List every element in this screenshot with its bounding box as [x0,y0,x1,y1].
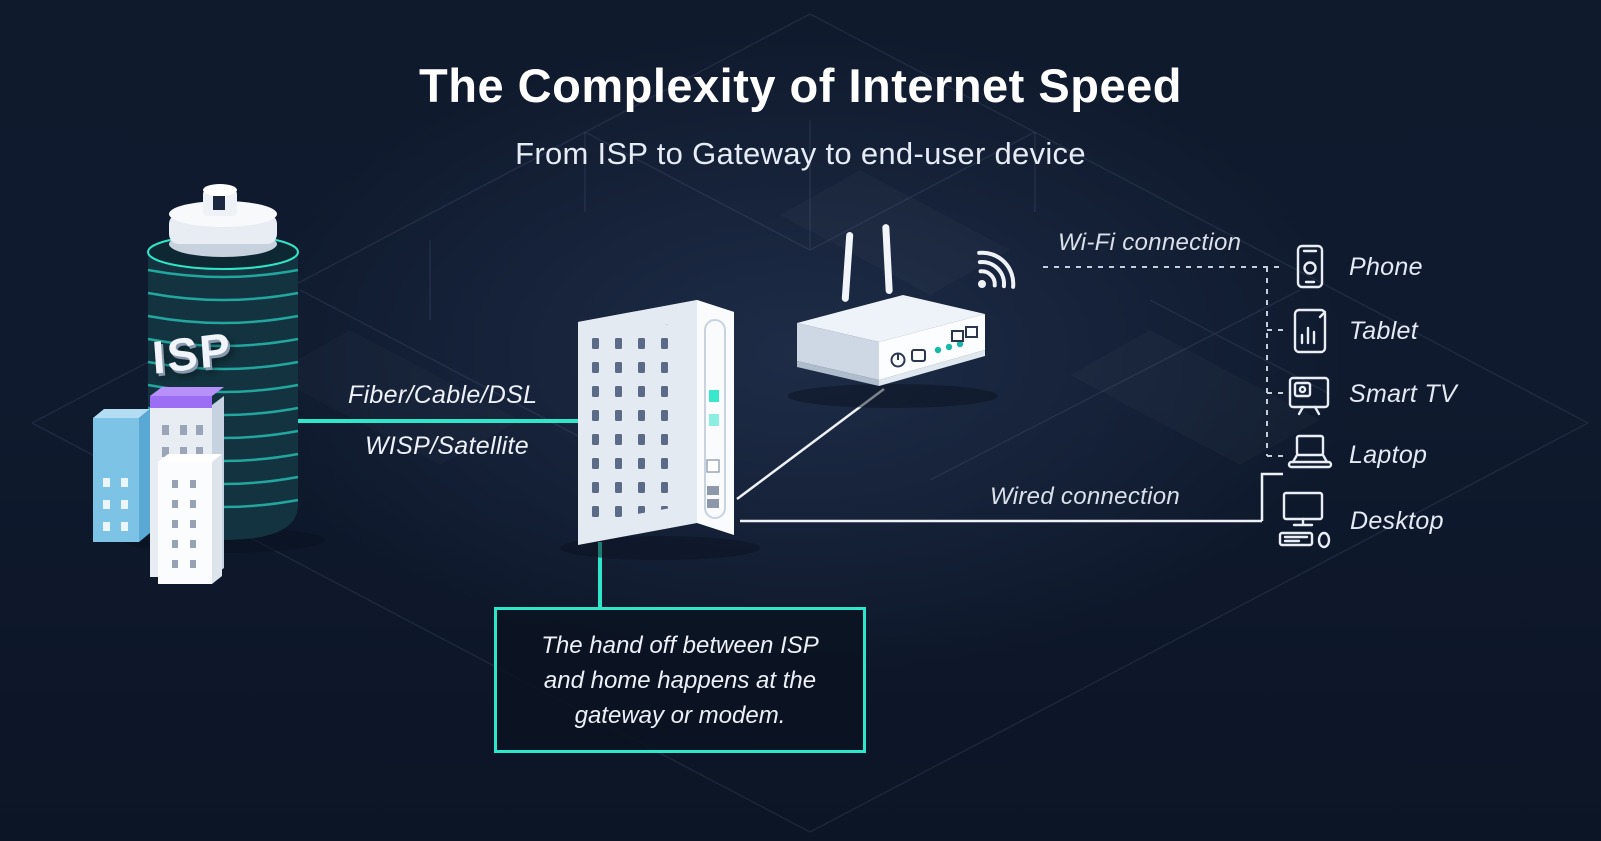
wifi-signal-icon [977,250,1016,289]
smart-tv-icon [1288,376,1330,416]
wifi-router-illustration [788,224,998,408]
device-label-desktop: Desktop [1350,506,1444,535]
device-label-laptop: Laptop [1349,440,1428,469]
wisp-satellite-label: WISP/Satellite [365,432,529,460]
device-row-desktop: Desktop [1272,489,1444,553]
isometric-room-background [31,13,1589,833]
phone-icon [1296,244,1324,289]
page-title: The Complexity of Internet Speed [419,59,1182,112]
device-label-tablet: Tablet [1349,316,1418,345]
fiber-cable-dsl-label: Fiber/Cable/DSL [348,381,538,409]
callout-box: The hand off between ISP and home happen… [494,607,866,753]
device-row-phone: Phone [1283,239,1423,295]
device-label-phone: Phone [1349,252,1423,281]
device-label-smart-tv: Smart TV [1349,379,1457,408]
device-row-tablet: Tablet [1283,303,1418,359]
laptop-icon [1287,434,1333,469]
device-row-smart-tv: Smart TV [1283,366,1457,422]
wifi-connection-dashed-lines [1043,266,1283,457]
device-row-laptop: Laptop [1283,427,1427,483]
city-buildings-illustration [93,387,224,584]
tablet-icon [1293,308,1327,354]
wired-connection-label: Wired connection [990,483,1181,510]
modem-gateway-illustration [560,300,760,560]
callout-text: The hand off between ISP and home happen… [541,631,819,729]
wifi-connection-label: Wi-Fi connection [1058,229,1242,256]
isp-building-label: ISP [150,322,234,384]
desktop-icon [1278,491,1331,549]
wired-connection-line [740,472,1283,523]
page-subtitle: From ISP to Gateway to end-user device [515,136,1086,171]
